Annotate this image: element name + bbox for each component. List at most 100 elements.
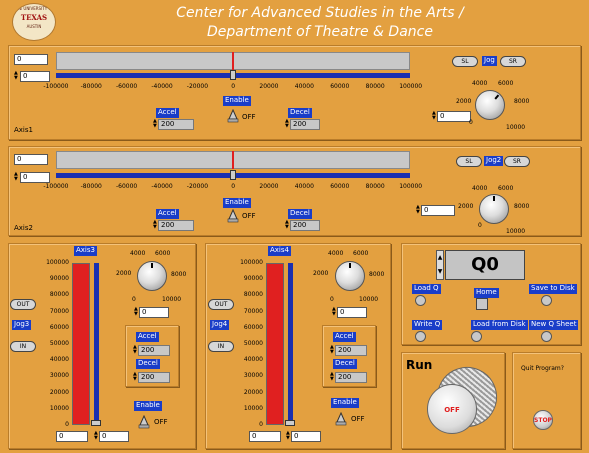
axis2-scale-tick: 40000: [294, 183, 314, 190]
axis1-knob-tick-8000: 8000: [514, 98, 530, 105]
axis4-out-button[interactable]: OUT: [208, 299, 234, 310]
axis3-speed-spinner[interactable]: ▲▼: [134, 306, 138, 317]
home-button[interactable]: [476, 298, 488, 310]
write-q-button[interactable]: [415, 331, 426, 342]
axis3-name: Axis3: [74, 246, 97, 256]
axis3-accel-spinner[interactable]: ▲▼: [133, 344, 137, 355]
axis3-scale-tick: 30000: [49, 372, 69, 380]
axis2-jog-label: Jog2: [484, 156, 504, 166]
axis4-scale-tick: 70000: [243, 307, 263, 315]
axis1-speed-spinner[interactable]: ▲▼: [432, 110, 436, 121]
axis2-decel-input[interactable]: 200: [290, 220, 320, 231]
axis3-in-button[interactable]: IN: [10, 341, 36, 352]
run-switch[interactable]: OFF: [427, 384, 477, 434]
axis1-speed-knob[interactable]: [475, 90, 505, 120]
axis2-accel-label: Accel: [156, 209, 179, 219]
axis2-target-spinner[interactable]: ▲▼: [14, 171, 18, 182]
axis3-decel-input[interactable]: 200: [138, 372, 170, 383]
axis1-slider-thumb[interactable]: [230, 70, 236, 80]
axis3-enable-label: Enable: [134, 401, 162, 411]
axis1-decel-input[interactable]: 200: [290, 119, 320, 130]
axis3-scale-tick: 90000: [49, 275, 69, 283]
axis1-target-spinner[interactable]: ▲▼: [14, 70, 18, 81]
axis1-accel-spinner[interactable]: ▲▼: [153, 118, 157, 129]
axis2-sr-button[interactable]: SR: [504, 156, 530, 167]
axis1-decel-spinner[interactable]: ▲▼: [285, 118, 289, 129]
axis3-target-input[interactable]: 0: [99, 431, 129, 442]
axis4-slider-thumb[interactable]: [285, 420, 295, 426]
axis3-position-fill: [73, 264, 89, 424]
new-q-sheet-button[interactable]: [541, 331, 552, 342]
axis3-accel-label: Accel: [136, 332, 159, 342]
axis4-accel-spinner[interactable]: ▲▼: [330, 344, 334, 355]
axis1-position-marker: [232, 52, 234, 70]
axis1-sr-button[interactable]: SR: [500, 56, 526, 67]
axis3-knob-tick-2000: 2000: [116, 270, 132, 277]
axis3-knob-tick-6000: 6000: [155, 250, 171, 257]
axis4-target-input[interactable]: 0: [291, 431, 321, 442]
axis2-scale-tick: 100000: [399, 183, 423, 190]
axis1-knob-tick-2000: 2000: [456, 98, 472, 105]
axis3-slider-thumb[interactable]: [91, 420, 101, 426]
axis2-name: Axis2: [14, 224, 33, 232]
axis3-speed-knob[interactable]: [137, 261, 167, 291]
axis2-target-input[interactable]: 0: [20, 172, 50, 183]
axis4-in-button[interactable]: IN: [208, 341, 234, 352]
axis2-speed-spinner[interactable]: ▲▼: [416, 204, 420, 215]
axis3-scale-tick: 50000: [49, 340, 69, 347]
axis4-jog-label: Jog4: [210, 320, 230, 330]
axis4-knob-tick-4000: 4000: [328, 250, 344, 257]
axis3-target-spinner[interactable]: ▲▼: [94, 430, 98, 441]
axis3-scale-tick: 10000: [49, 404, 69, 412]
axis3-speed-input[interactable]: 0: [139, 307, 169, 318]
axis4-scale-tick: 20000: [243, 388, 263, 396]
axis1-knob-tick-4000: 4000: [472, 80, 488, 87]
axis4-target-spinner[interactable]: ▲▼: [286, 430, 290, 441]
axis3-decel-spinner[interactable]: ▲▼: [133, 371, 137, 382]
axis2-accel-input[interactable]: 200: [158, 220, 194, 231]
axis4-speed-input[interactable]: 0: [337, 307, 367, 318]
axis2-knob-tick-2000: 2000: [458, 203, 474, 210]
axis4-speed-spinner[interactable]: ▲▼: [332, 306, 336, 317]
axis1-enable-toggle[interactable]: [227, 109, 239, 123]
load-q-button[interactable]: [415, 295, 426, 306]
axis1-enable-state: OFF: [242, 113, 256, 121]
axis4-accel-input[interactable]: 200: [335, 345, 367, 356]
axis3-enable-toggle[interactable]: [138, 415, 150, 429]
page-title: Center for Advanced Studies in the Arts …: [120, 4, 520, 42]
axis1-sl-button[interactable]: SL: [452, 56, 478, 67]
axis2-knob-tick-6000: 6000: [498, 185, 514, 192]
axis1-speed-input[interactable]: 0: [437, 111, 471, 122]
axis4-decel-label: Decel: [333, 359, 357, 369]
logo-city-text: AUSTIN: [26, 24, 42, 29]
axis2-accel-spinner[interactable]: ▲▼: [153, 219, 157, 230]
axis4-target-slider[interactable]: [288, 263, 293, 425]
axis3-out-button[interactable]: OUT: [10, 299, 36, 310]
axis1-knob-tick-0: 0: [469, 119, 473, 126]
axis2-speed-input[interactable]: 0: [421, 205, 455, 216]
cue-spinner[interactable]: ▲▼: [436, 250, 444, 280]
axis4-enable-toggle[interactable]: [335, 412, 347, 426]
save-to-disk-button[interactable]: [541, 295, 552, 306]
axis2-slider-thumb[interactable]: [230, 170, 236, 180]
axis4-decel-input[interactable]: 200: [335, 372, 367, 383]
axis1-accel-input[interactable]: 200: [158, 119, 194, 130]
axis2-enable-toggle[interactable]: [227, 209, 239, 223]
axis2-decel-spinner[interactable]: ▲▼: [285, 219, 289, 230]
axis2-knob-tick-0: 0: [478, 222, 482, 229]
axis3-accel-input[interactable]: 200: [138, 345, 170, 356]
axis4-panel: [205, 243, 391, 449]
axis3-panel: [8, 243, 196, 449]
axis3-enable-state: OFF: [154, 418, 168, 426]
axis3-target-slider[interactable]: [94, 263, 99, 425]
axis4-decel-spinner[interactable]: ▲▼: [330, 371, 334, 382]
axis1-knob-tick-10000: 10000: [506, 124, 526, 131]
axis4-enable-label: Enable: [331, 398, 359, 408]
axis3-position-display: 0: [56, 431, 88, 442]
load-from-disk-button[interactable]: [471, 331, 482, 342]
stop-button[interactable]: STOP: [533, 410, 553, 430]
axis1-target-input[interactable]: 0: [20, 71, 50, 82]
axis2-scale-tick: -100000: [43, 183, 69, 190]
axis2-sl-button[interactable]: SL: [456, 156, 482, 167]
axis3-decel-label: Decel: [136, 359, 160, 369]
